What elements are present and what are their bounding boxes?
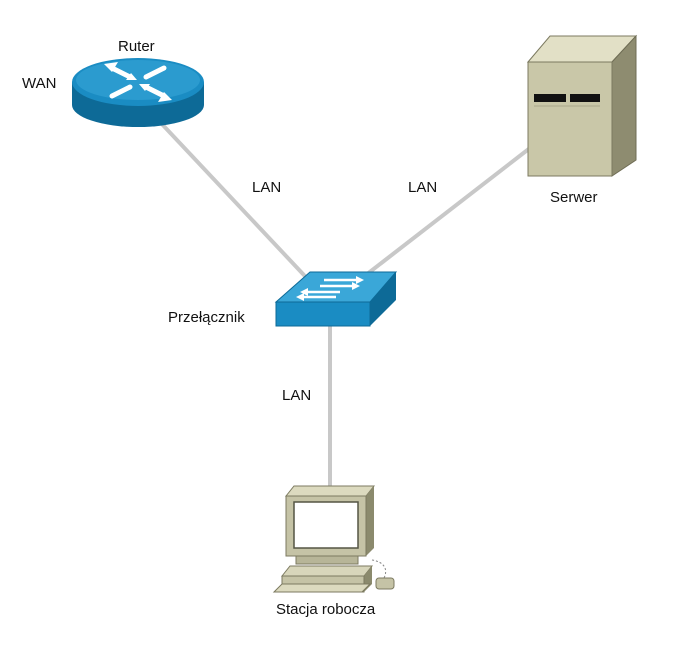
workstation-icon: [272, 485, 395, 593]
link-label-server-switch: LAN: [408, 179, 437, 196]
server-label: Serwer: [550, 189, 598, 206]
router-label: Ruter: [118, 38, 155, 55]
server-icon: [526, 34, 638, 177]
router-icon: [72, 58, 204, 127]
link-label-router-switch: LAN: [252, 179, 281, 196]
switch-label: Przełącznik: [168, 309, 245, 326]
wan-label: WAN: [22, 75, 56, 92]
switch-icon: [274, 271, 398, 327]
link-label-switch-workstation: LAN: [282, 387, 311, 404]
link-server-switch: [360, 146, 532, 280]
workstation-label: Stacja robocza: [276, 601, 376, 618]
link-router-switch: [158, 120, 320, 292]
